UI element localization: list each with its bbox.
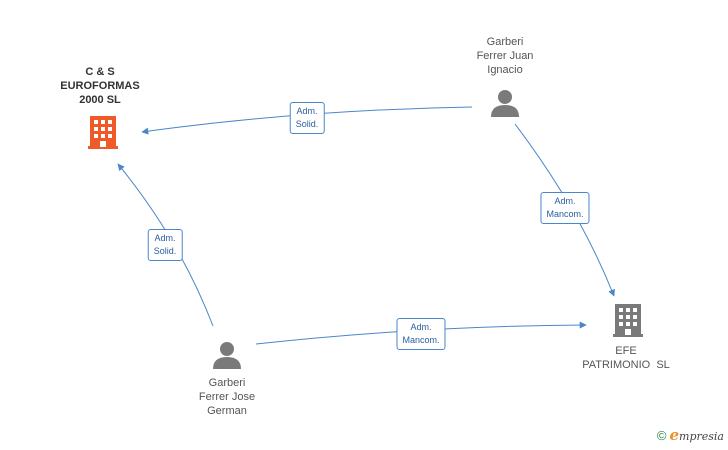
node-name-line: Ignacio: [487, 64, 523, 76]
edge-label-line: Adm.: [296, 106, 318, 116]
node-name-line: C & S: [85, 66, 115, 78]
node-name-line: EUROFORMAS: [60, 80, 140, 92]
copyright-symbol: ©: [656, 427, 667, 443]
person-icon[interactable]: [491, 90, 519, 117]
node-label-garberi-jose[interactable]: Garberi Ferrer Jose German: [199, 376, 255, 418]
edge-label-line: Adm.: [154, 233, 176, 243]
empresia-watermark: © empresia: [657, 426, 724, 444]
edge-label-jose-to-cs: Adm. Solid.: [147, 229, 183, 261]
edge-label-line: Mancom.: [402, 335, 440, 345]
building-icon[interactable]: [88, 116, 118, 149]
node-name-line: Ferrer Juan: [476, 50, 534, 62]
node-label-garberi-juan[interactable]: Garberi Ferrer Juan Ignacio: [477, 35, 534, 77]
edge-label-line: Adm.: [410, 322, 432, 332]
node-name-line: PATRIMONIO SL: [582, 359, 670, 371]
edge-label-juan-to-cs: Adm. Solid.: [289, 102, 325, 134]
brand-rest: mpresia: [679, 430, 724, 443]
building-icon[interactable]: [613, 304, 643, 337]
node-label-efe-patrimonio[interactable]: EFE PATRIMONIO SL: [582, 344, 670, 372]
node-name-line: Ferrer Jose: [198, 391, 256, 403]
edge-label-line: Solid.: [295, 119, 319, 129]
node-label-cs-euroformas[interactable]: C & S EUROFORMAS 2000 SL: [60, 65, 139, 107]
node-name-line: Garberi: [208, 377, 246, 389]
node-name-line: 2000 SL: [79, 94, 121, 106]
node-name-line: Garberi: [486, 36, 524, 48]
node-name-line: EFE: [615, 345, 637, 357]
edge-label-line: Solid.: [153, 246, 177, 256]
edge-label-line: Mancom.: [546, 209, 584, 219]
node-name-line: German: [207, 405, 247, 417]
empresia-logo: empresia: [669, 426, 724, 444]
edge-label-line: Adm.: [554, 196, 576, 206]
person-icon[interactable]: [213, 342, 241, 369]
edge-label-jose-to-efe: Adm. Mancom.: [396, 318, 446, 350]
edge-label-juan-to-efe: Adm. Mancom.: [540, 192, 590, 224]
brand-initial: e: [669, 426, 680, 444]
